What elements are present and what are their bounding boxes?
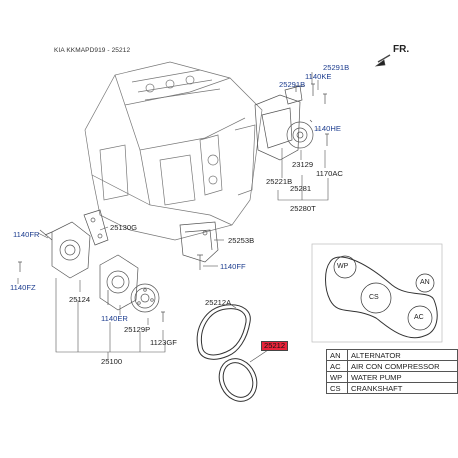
belt-label-ac: AC [414,314,424,321]
legend-row: CS CRANKSHAFT [326,382,458,394]
part-label-1140HE[interactable]: 1140HE [314,124,341,133]
part-label-25281[interactable]: 25281 [290,184,312,193]
part-label-25130G[interactable]: 25130G [110,223,138,232]
part-label-25221B[interactable]: 25221B [266,177,293,186]
tensioner-assembly-drawing [254,83,329,161]
part-label-1140ER[interactable]: 1140ER [101,314,128,323]
part-label-1140FR[interactable]: 1140FR [13,230,40,239]
diagram-title: KIA KKMAPD919 - 25212 [54,47,131,54]
legend-row: AC AIR CON COMPRESSOR [326,360,458,372]
front-direction-arrow-icon [374,54,391,67]
belt-routing-diagram [311,243,443,343]
part-label-1170AC[interactable]: 1170AC [316,169,343,178]
legend-desc: CRANKSHAFT [346,382,458,394]
part-label-25280T[interactable]: 25280T [290,204,316,213]
bracket-25253B-drawing [179,221,219,270]
belt-25212A-drawing [196,304,251,360]
legend-desc: WATER PUMP [346,371,458,383]
part-label-25129P[interactable]: 25129P [124,325,151,334]
legend-row: AN ALTERNATOR [326,349,458,361]
part-label-1140FF[interactable]: 1140FF [220,262,246,271]
front-direction-label: FR. [393,44,410,55]
part-label-23129[interactable]: 23129 [292,160,314,169]
legend-code: AN [326,349,348,361]
legend-code: CS [326,382,348,394]
water-pump-housing-drawing [18,221,91,279]
belt-label-an: AN [420,279,430,286]
legend-code: WP [326,371,348,383]
part-label-25253B[interactable]: 25253B [228,236,255,245]
pulley-25129P-drawing [130,283,165,322]
legend-desc: ALTERNATOR [346,349,458,361]
part-label-1123GF[interactable]: 1123GF [150,338,177,347]
part-label-25291B-mid[interactable]: 25291B [279,80,306,89]
belt-25212-drawing [218,358,258,402]
part-label-25291B-top[interactable]: 25291B [323,63,350,72]
legend-code: AC [326,360,348,372]
water-pump-drawing [99,254,139,311]
belt-label-cs: CS [369,294,379,301]
leader-lines [17,72,329,363]
part-label-25212A[interactable]: 25212A [205,298,232,307]
belt-label-wp: WP [337,263,349,270]
part-label-25124[interactable]: 25124 [69,295,91,304]
engine-block-drawing [84,61,263,241]
part-label-1140FZ[interactable]: 1140FZ [10,283,36,292]
part-label-25212-highlighted[interactable]: 25212 [261,341,289,351]
legend-row: WP WATER PUMP [326,371,458,383]
part-label-1140KE[interactable]: 1140KE [305,72,332,81]
pulley-legend-table: AN ALTERNATOR AC AIR CON COMPRESSOR WP W… [326,349,458,394]
bracket-25130G-drawing [83,209,109,246]
legend-desc: AIR CON COMPRESSOR [346,360,458,372]
part-label-25100[interactable]: 25100 [101,357,123,366]
